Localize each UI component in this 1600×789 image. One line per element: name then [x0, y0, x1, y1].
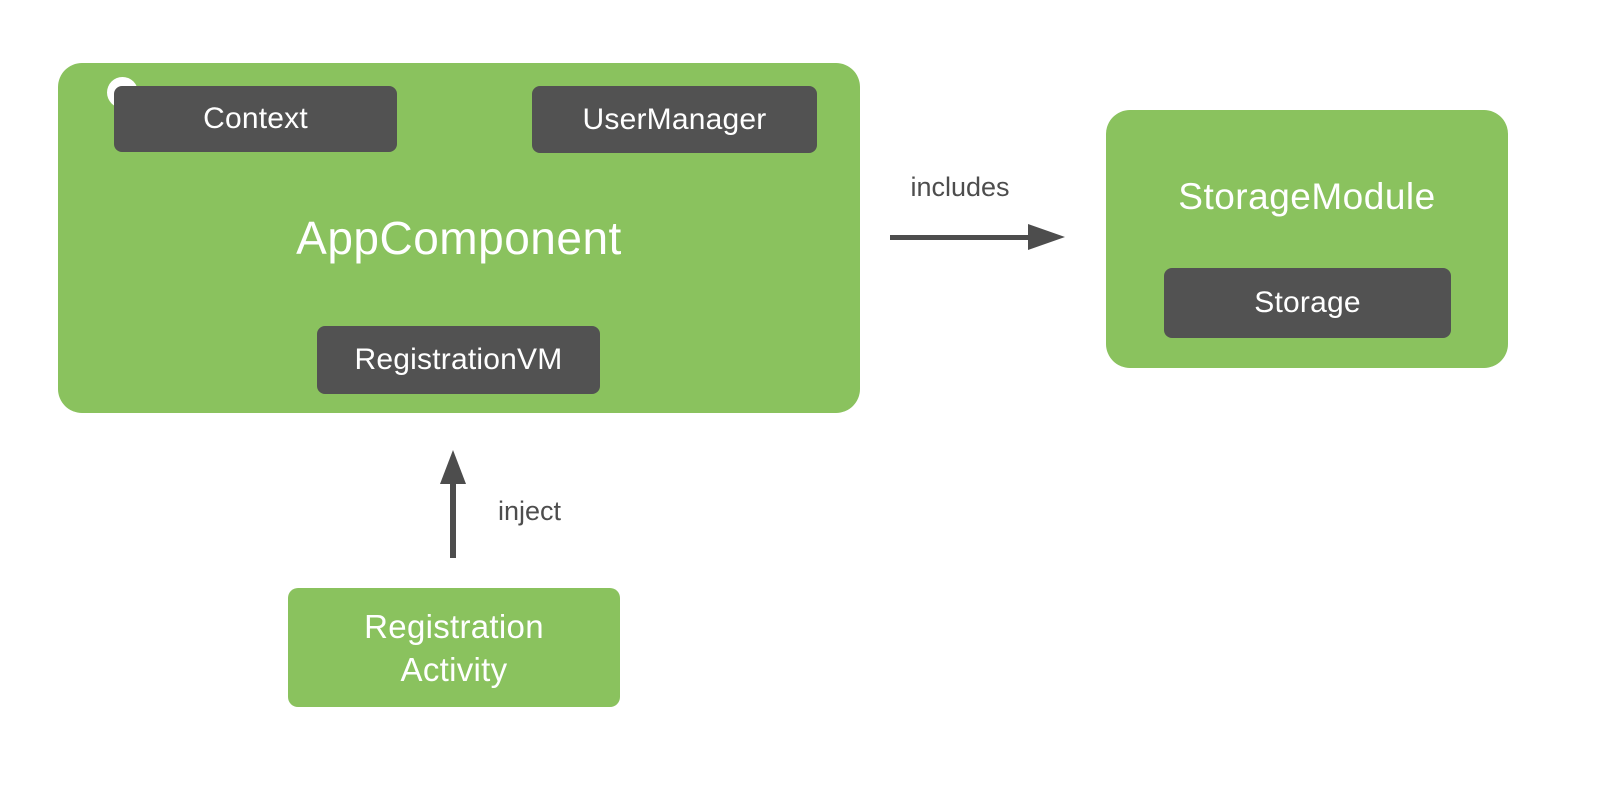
user-manager-chip-label: UserManager: [582, 102, 767, 136]
registration-activity-label-line2: Activity: [400, 650, 508, 688]
app-component-title: AppComponent: [296, 212, 622, 264]
includes-arrow-line: [890, 235, 1032, 240]
storage-chip: Storage: [1164, 268, 1451, 338]
registration-activity-label: Registration Activity: [364, 605, 544, 691]
registration-activity-node: Registration Activity: [288, 588, 620, 707]
context-chip-label: Context: [203, 102, 308, 135]
includes-arrowhead-icon: [1028, 224, 1065, 250]
inject-arrow-line: [450, 482, 456, 558]
user-manager-chip: UserManager: [532, 86, 817, 153]
storage-chip-label: Storage: [1254, 286, 1361, 319]
storage-module-node: StorageModule Storage: [1106, 110, 1508, 368]
registration-vm-chip-label: RegistrationVM: [354, 343, 563, 376]
context-chip: Context: [114, 86, 397, 152]
app-component-node: Context UserManager AppComponent Registr…: [58, 63, 860, 413]
inject-arrowhead-icon: [440, 450, 466, 484]
storage-module-title: StorageModule: [1178, 176, 1436, 217]
includes-edge-label: includes: [910, 172, 1010, 202]
inject-edge-label: inject: [498, 496, 562, 526]
registration-activity-label-line1: Registration: [364, 607, 544, 645]
registration-vm-chip: RegistrationVM: [317, 326, 600, 394]
